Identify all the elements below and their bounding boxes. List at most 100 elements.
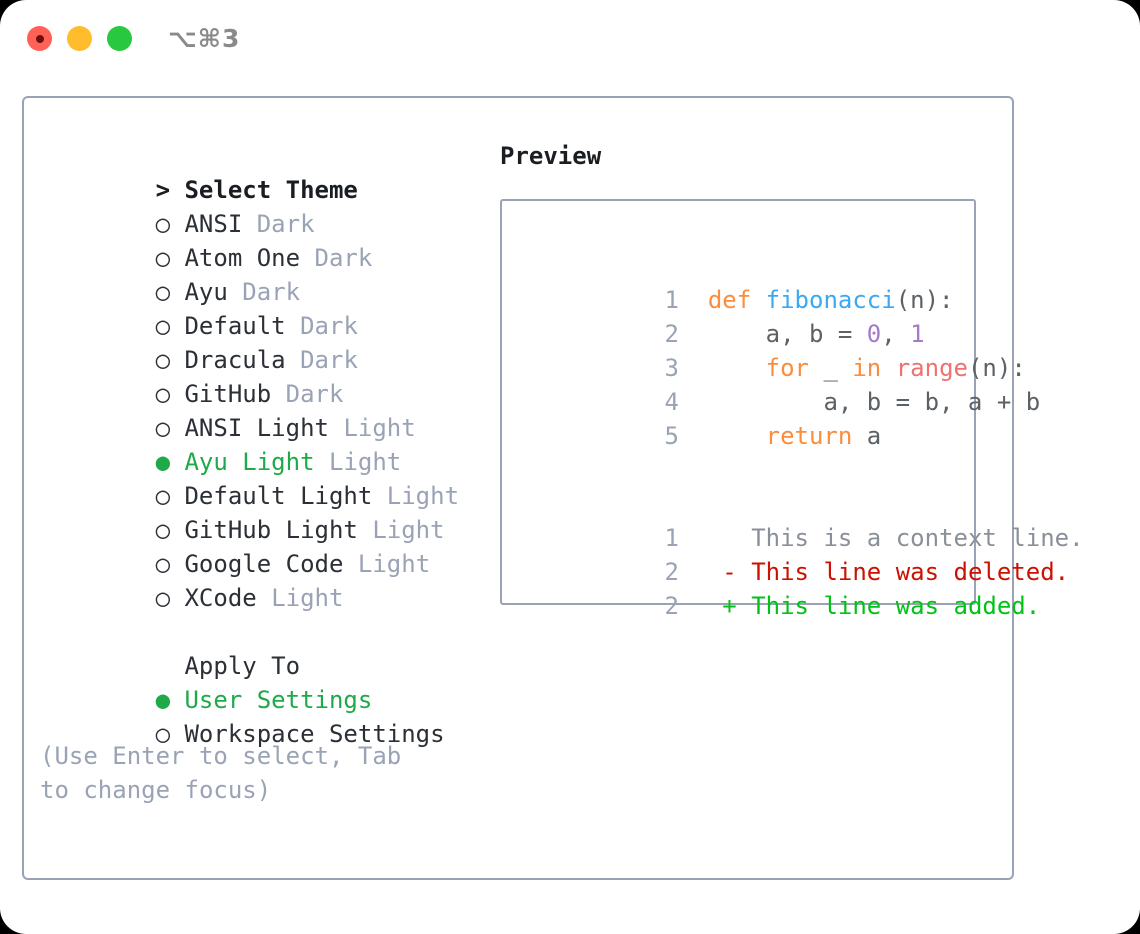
theme-option-variant: Dark (300, 346, 358, 374)
apply-to-option-label: User Settings (184, 686, 373, 714)
theme-option-label: Default Light (184, 482, 373, 510)
diff-line-added: 2 + This line was added. (502, 555, 1041, 620)
radio-selected-icon: ● (155, 686, 171, 714)
code-token: _ (809, 354, 853, 382)
code-line: 2 a, b = 0, 1 (502, 283, 974, 348)
theme-option-variant: Dark (314, 244, 373, 272)
radio-unselected-icon: ○ (155, 584, 171, 612)
theme-option-label: Atom One (184, 244, 301, 272)
preview-column: Preview 1 def fibonacci(n): 2 a, b = 0, … (500, 139, 1084, 620)
code-token: a (852, 422, 882, 450)
diff-line-deleted: 2 - This line was deleted. (502, 521, 1070, 586)
theme-option-ayu[interactable]: ○ Ayu Dark (40, 241, 470, 306)
radio-unselected-icon: ○ (155, 244, 171, 272)
theme-option-label: ANSI (184, 210, 243, 238)
theme-option-dracula[interactable]: ○ Dracula Dark (40, 309, 470, 374)
code-token: a, b = (707, 320, 867, 348)
code-token: in (852, 354, 882, 382)
diff-text: This is a context line. (751, 524, 1084, 552)
apply-to-option-user-settings[interactable]: ● User Settings (40, 649, 470, 714)
theme-option-google-code[interactable]: ○ Google Code Light (40, 513, 470, 578)
code-line: 3 for _ in range(n): (502, 317, 1026, 382)
code-token: def (707, 286, 766, 314)
line-number: 3 (664, 354, 679, 382)
select-theme-heading-label: Select Theme (184, 176, 358, 204)
code-token: range (895, 354, 968, 382)
code-line: 5 return a (502, 385, 974, 450)
line-number: 1 (664, 524, 679, 552)
theme-option-label: Ayu (184, 278, 228, 306)
theme-option-label: XCode (184, 584, 257, 612)
code-token: (n): (895, 286, 954, 314)
code-token: 1 (910, 320, 925, 348)
theme-option-ansi-light[interactable]: ○ ANSI Light Light (40, 377, 470, 442)
radio-unselected-icon: ○ (155, 516, 171, 544)
title-bar: ⌥⌘3 (0, 0, 1140, 78)
theme-option-label: GitHub Light (184, 516, 358, 544)
content-panel: >Select Theme ○ANSI Dark ○Atom One Dark … (22, 96, 1084, 880)
theme-option-default[interactable]: ○Default Dark (40, 275, 470, 340)
theme-option-variant: Light (271, 584, 344, 612)
apply-to-heading-label: Apply To (184, 652, 301, 680)
theme-option-variant: Light (328, 448, 402, 476)
theme-option-variant: Light (386, 482, 460, 510)
theme-option-github-light[interactable]: ○ GitHub Light Light (40, 479, 470, 544)
theme-option-ansi[interactable]: ○ ANSI Dark (40, 173, 470, 238)
radio-unselected-icon: ○ (155, 720, 171, 748)
radio-unselected-icon: ○ (155, 312, 171, 340)
diff-sign: + (722, 592, 737, 620)
code-token: a, b = b, a + b (707, 388, 1041, 416)
line-number: 2 (664, 558, 679, 586)
theme-option-variant: Dark (300, 312, 358, 340)
apply-to-option-workspace-settings[interactable]: ○ Workspace Settings (40, 683, 470, 748)
code-token (708, 354, 766, 382)
code-token: (n): (967, 354, 1026, 382)
radio-unselected-icon: ○ (155, 414, 171, 442)
code-token: for (765, 354, 809, 382)
preview-code-box: 1 def fibonacci(n): 2 a, b = 0, 1 3 for … (500, 199, 1084, 620)
line-number: 1 (664, 286, 679, 314)
theme-option-xcode[interactable]: ○ XCode Light (40, 547, 470, 612)
diff-sign: - (722, 558, 737, 586)
line-number: 2 (664, 592, 679, 620)
close-window-button[interactable] (27, 26, 52, 51)
caret-icon: > (155, 176, 171, 204)
zoom-window-button[interactable] (107, 26, 132, 51)
code-line: 1 def fibonacci(n): (502, 249, 974, 314)
theme-option-ayu-light[interactable]: ●Ayu Light Light (40, 411, 470, 476)
theme-option-label: ANSI Light (184, 414, 329, 442)
theme-option-variant: Dark (256, 210, 315, 238)
diff-text: This line was added. (751, 592, 1041, 620)
keyboard-shortcut-label: ⌥⌘3 (168, 24, 241, 53)
apply-to-heading: Apply To (40, 615, 470, 680)
preview-heading: Preview (500, 142, 602, 170)
theme-option-variant: Light (357, 550, 431, 578)
theme-option-atom-one[interactable]: ○ Atom One Dark (40, 207, 470, 272)
radio-unselected-icon: ○ (155, 380, 171, 408)
code-token: return (765, 422, 853, 450)
window-controls (27, 26, 132, 51)
keyboard-hint-text: (Use Enter to select, Tab to change focu… (40, 742, 416, 804)
theme-option-label: Dracula (184, 346, 286, 374)
theme-selector-column: >Select Theme ○ANSI Dark ○Atom One Dark … (40, 139, 470, 807)
theme-option-label: Google Code (184, 550, 344, 578)
code-token (708, 422, 766, 450)
diff-line-context: 1 This is a context line. (502, 487, 1084, 552)
minimize-window-button[interactable] (67, 26, 92, 51)
theme-option-default-light[interactable]: ○Default Light Light (40, 445, 470, 510)
theme-option-github[interactable]: ○GitHub Dark (40, 343, 470, 408)
line-number: 5 (664, 422, 679, 450)
radio-unselected-icon: ○ (155, 210, 171, 238)
radio-unselected-icon: ○ (155, 550, 171, 578)
theme-option-variant: Light (343, 414, 416, 442)
theme-option-variant: Dark (242, 278, 301, 306)
code-token (881, 354, 895, 382)
theme-option-label: Ayu Light (184, 448, 315, 476)
line-number: 4 (664, 388, 679, 416)
radio-unselected-icon: ○ (155, 346, 171, 374)
apply-to-option-label: Workspace Settings (184, 720, 445, 748)
diff-text: This line was deleted. (751, 558, 1070, 586)
code-token: 0 (866, 320, 882, 348)
code-token: fibonacci (765, 286, 896, 314)
